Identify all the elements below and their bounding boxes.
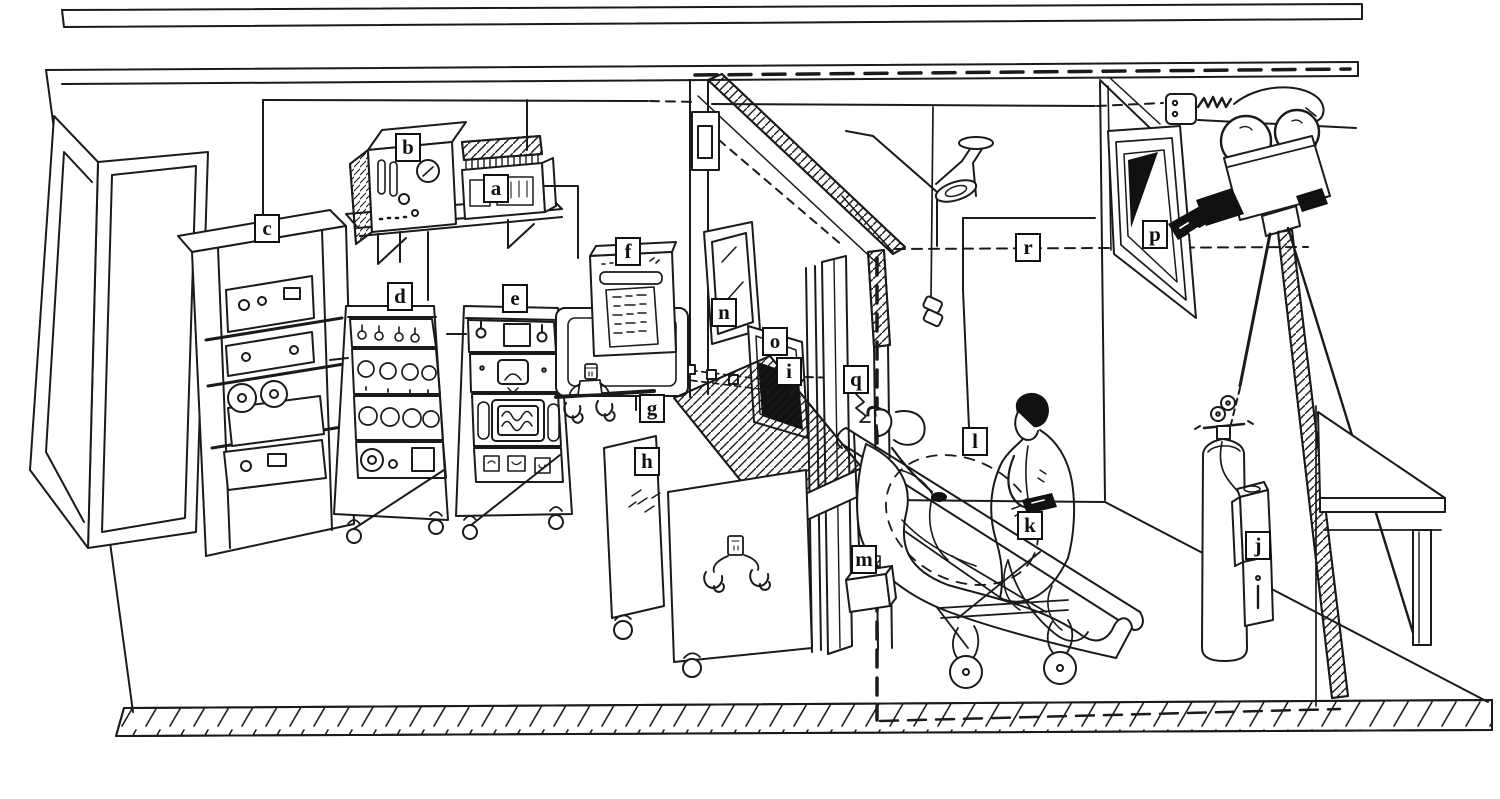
callout-d-letter: d [394, 284, 406, 308]
callout-j-letter: j [1254, 533, 1262, 557]
manikin-display-g [554, 363, 656, 424]
callout-o: o [762, 327, 788, 356]
callout-h-letter: h [641, 449, 653, 473]
callout-e-letter: e [510, 286, 520, 310]
control-equipment [177, 121, 869, 678]
callout-q: q [843, 365, 869, 394]
callout-k-letter: k [1024, 513, 1036, 537]
callout-i: i [776, 357, 802, 386]
callout-c: c [254, 214, 280, 243]
callout-m-letter: m [855, 547, 873, 571]
callout-a-letter: a [490, 176, 502, 200]
callout-h: h [634, 447, 660, 476]
callout-k: k [1017, 511, 1043, 540]
room-shell [29, 3, 1493, 737]
callout-l: l [962, 427, 988, 456]
callout-d: d [387, 282, 413, 311]
callout-f: f [615, 237, 641, 266]
camera-station [1107, 108, 1446, 699]
callout-n-letter: n [718, 300, 730, 324]
callout-r: r [1015, 233, 1041, 262]
callout-o-letter: o [769, 329, 781, 353]
callout-i-letter: i [786, 359, 792, 383]
callout-g-letter: g [646, 396, 658, 420]
callout-p: p [1142, 220, 1168, 249]
callout-b-letter: b [402, 135, 414, 159]
control-console-h [329, 355, 869, 678]
callout-j: j [1245, 531, 1271, 560]
callout-g: g [639, 394, 665, 423]
callout-l-letter: l [972, 429, 978, 453]
callout-b: b [395, 133, 421, 162]
callout-a: a [483, 174, 509, 203]
callout-c-letter: c [262, 216, 272, 240]
callout-f-letter: f [624, 239, 632, 263]
callout-n: n [711, 298, 737, 327]
chart-recorder-f [555, 241, 689, 411]
callout-r-letter: r [1023, 235, 1033, 259]
subject-area [836, 392, 1144, 689]
callout-m: m [851, 545, 877, 574]
stimulus-shelf [345, 121, 579, 301]
tape-cabinet [177, 209, 355, 557]
callout-q-letter: q [850, 367, 862, 391]
callout-p-letter: p [1149, 222, 1161, 246]
amplifier-rack-d [333, 305, 449, 544]
callout-e: e [502, 284, 528, 313]
